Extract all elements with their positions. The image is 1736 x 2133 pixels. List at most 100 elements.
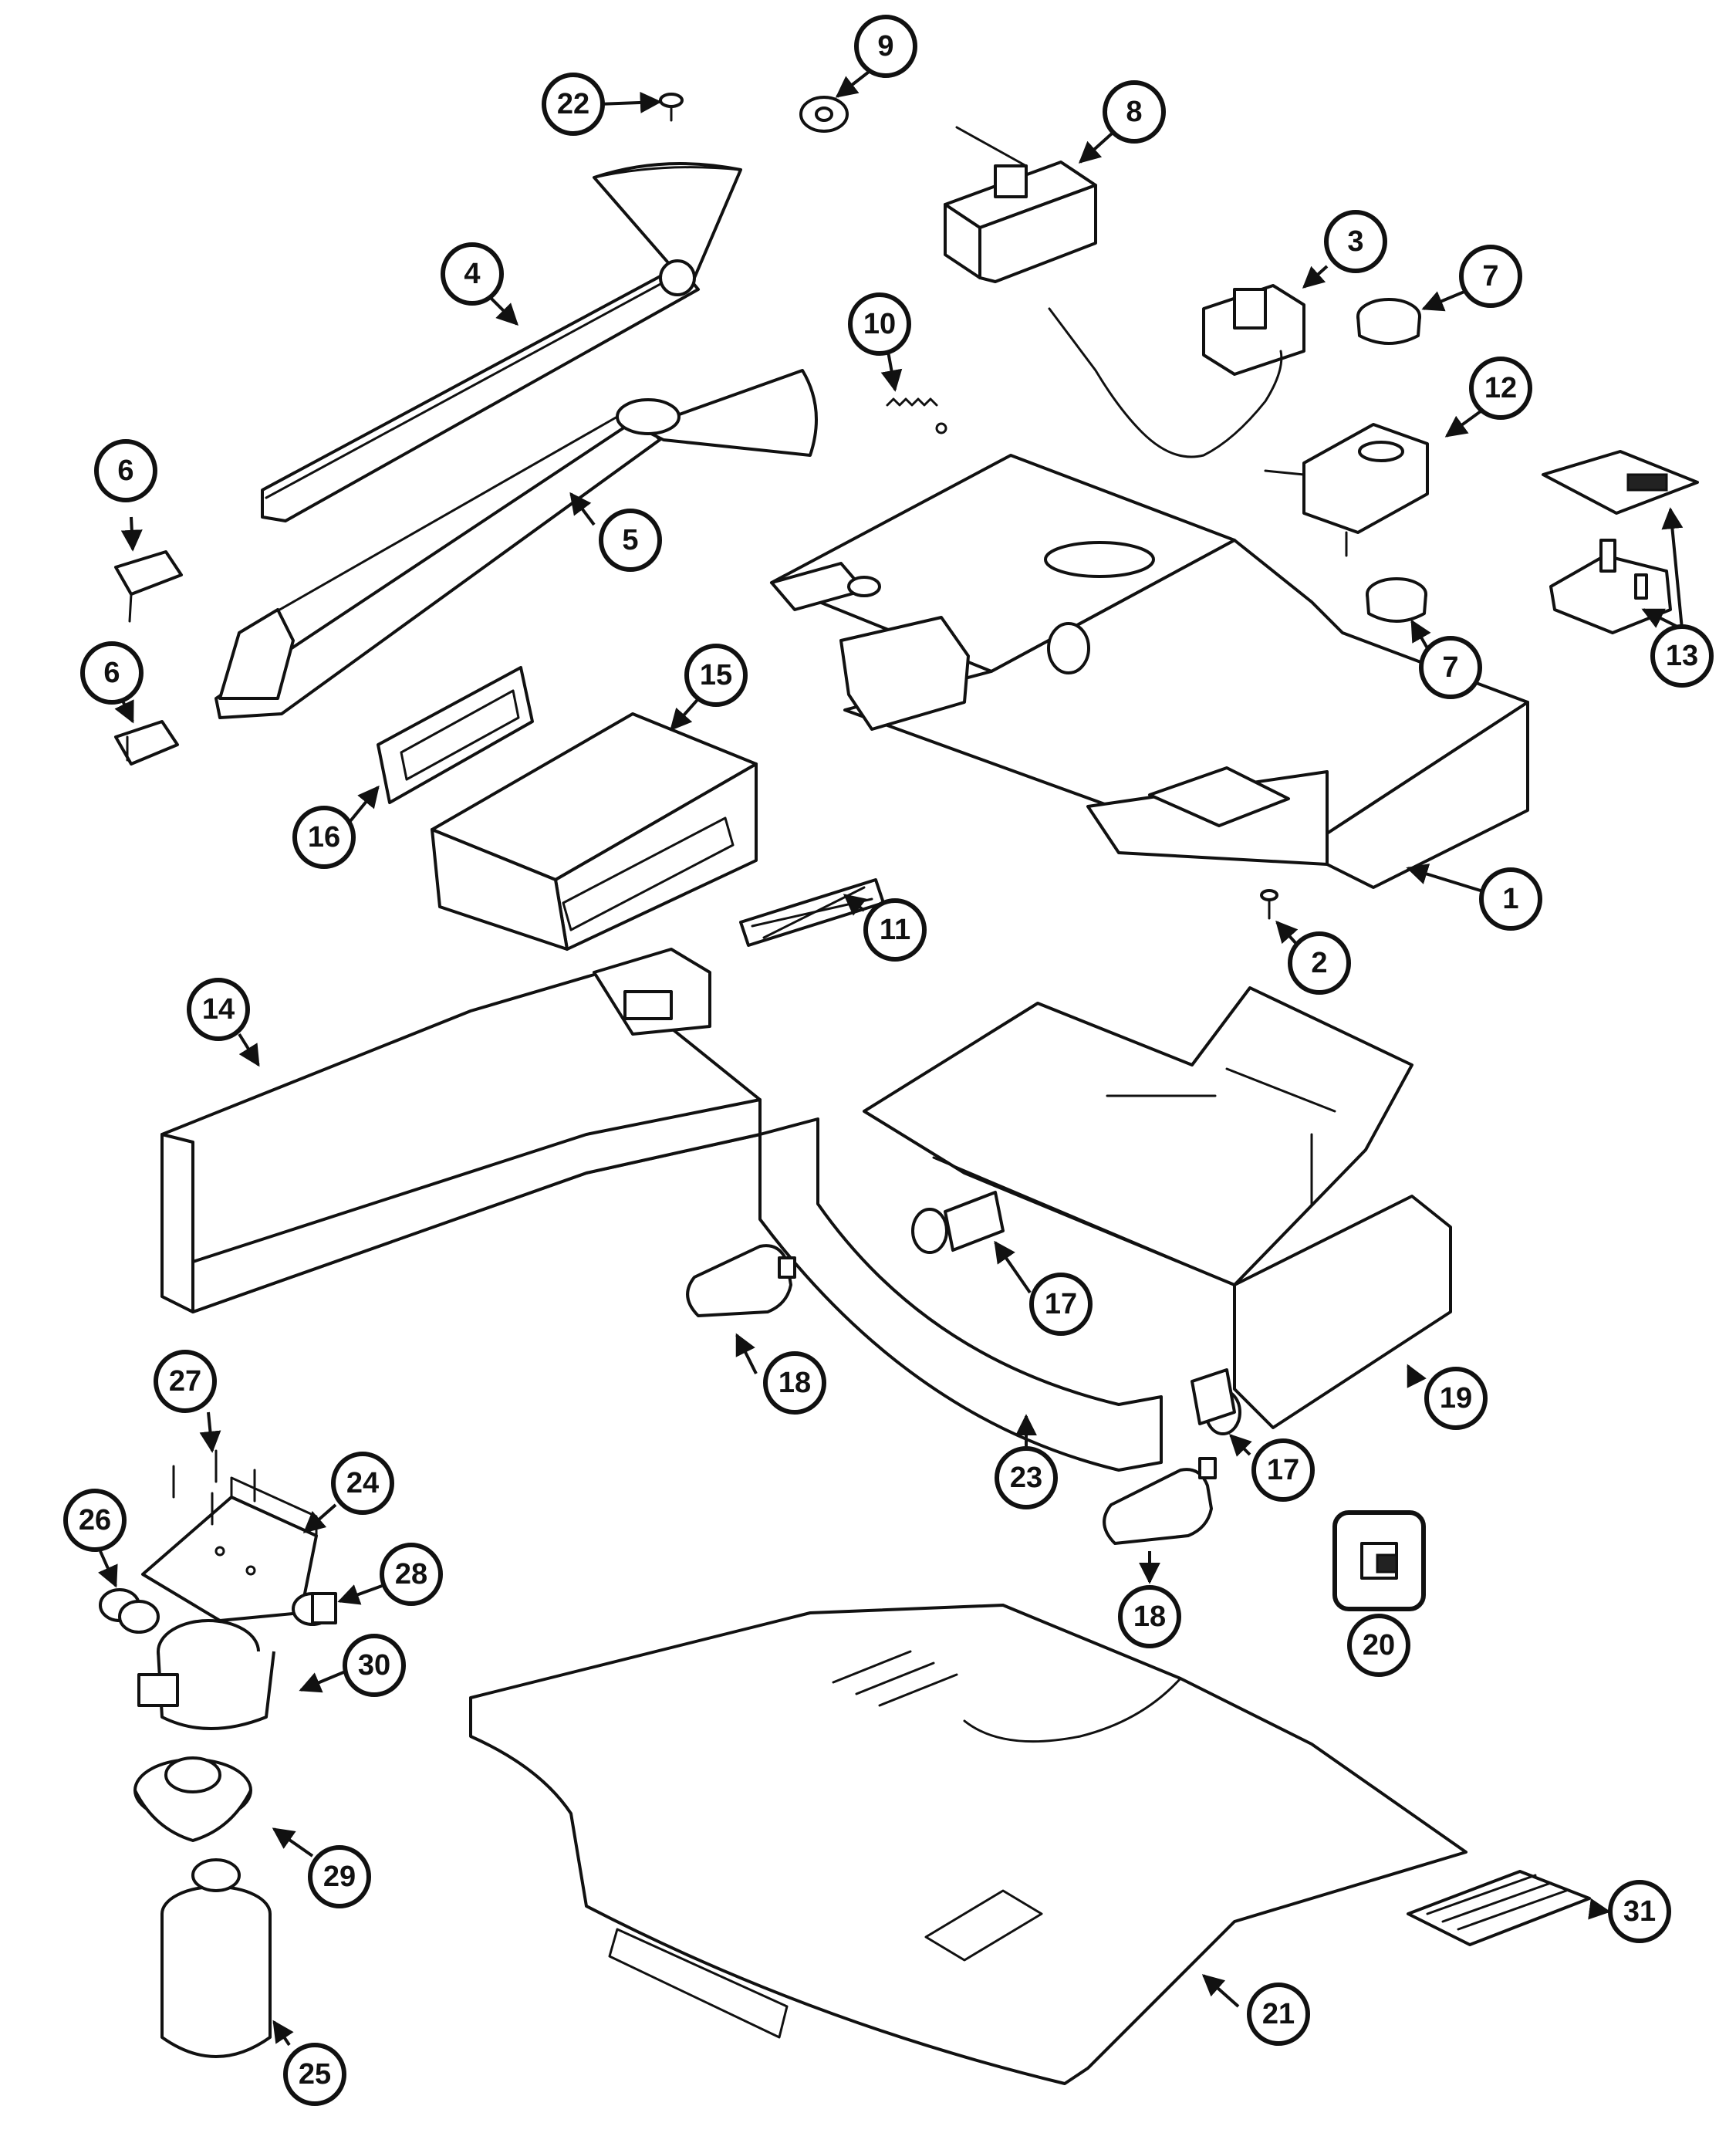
svg-text:5: 5 <box>622 524 638 556</box>
svg-text:19: 19 <box>1440 1382 1472 1415</box>
part-21-lower-panel <box>469 1604 1467 2085</box>
part-26-fitting <box>99 1588 160 1634</box>
callout-17-upper: 17 <box>1029 1273 1093 1336</box>
callout-23: 23 <box>995 1446 1058 1509</box>
callout-6-lower: 6 <box>80 641 144 705</box>
part-10-spring <box>886 397 947 434</box>
svg-text:24: 24 <box>346 1467 379 1499</box>
callout-30: 30 <box>343 1634 406 1697</box>
part-25-filter-cartridge <box>160 1858 272 2058</box>
svg-text:17: 17 <box>1045 1288 1077 1320</box>
callout-7-upper: 7 <box>1459 245 1522 308</box>
part-23-bezel <box>758 1117 1163 1472</box>
part-15-duct <box>431 712 758 951</box>
part-5-lever-arm <box>214 369 818 719</box>
svg-text:27: 27 <box>169 1365 201 1398</box>
part-16-gasket <box>377 666 534 804</box>
callout-20: 20 <box>1347 1614 1410 1677</box>
svg-text:31: 31 <box>1623 1895 1656 1928</box>
callout-24: 24 <box>331 1452 394 1515</box>
svg-text:30: 30 <box>358 1649 390 1682</box>
part-11-screen <box>739 878 885 947</box>
callout-31: 31 <box>1608 1880 1671 1943</box>
callout-19: 19 <box>1424 1367 1488 1430</box>
svg-text:28: 28 <box>395 1558 427 1590</box>
part-30-filter-head <box>137 1619 275 1730</box>
callout-3: 3 <box>1324 210 1387 273</box>
svg-text:17: 17 <box>1267 1454 1299 1486</box>
callout-16: 16 <box>292 806 356 869</box>
part-2-screw <box>1260 889 1278 920</box>
svg-text:18: 18 <box>778 1367 811 1399</box>
svg-text:26: 26 <box>79 1504 111 1536</box>
callout-15: 15 <box>684 644 748 707</box>
callout-28: 28 <box>380 1543 443 1606</box>
part-28-fitting <box>292 1592 337 1626</box>
svg-text:6: 6 <box>103 657 120 689</box>
callout-12: 12 <box>1469 357 1532 420</box>
svg-text:16: 16 <box>308 821 340 854</box>
callout-13: 13 <box>1650 624 1714 688</box>
callout-17-lower: 17 <box>1251 1438 1315 1502</box>
callout-8: 8 <box>1103 80 1166 144</box>
svg-text:12: 12 <box>1484 372 1517 404</box>
part-6-clip-lower <box>114 720 179 766</box>
part-6-clip-upper <box>114 550 183 623</box>
part-17-socket-upper <box>911 1191 1005 1254</box>
part-9-washer <box>799 96 849 133</box>
svg-text:14: 14 <box>202 993 235 1026</box>
svg-text:3: 3 <box>1347 225 1363 258</box>
callout-18-lower: 18 <box>1118 1585 1181 1648</box>
part-22-screw <box>659 93 684 122</box>
svg-text:18: 18 <box>1133 1601 1166 1633</box>
part-17-socket-lower <box>1191 1368 1241 1435</box>
part-7-knob-lower <box>1366 577 1427 623</box>
callout-1: 1 <box>1479 867 1542 931</box>
svg-text:6: 6 <box>117 455 133 487</box>
svg-text:13: 13 <box>1666 640 1698 672</box>
svg-text:15: 15 <box>700 659 732 691</box>
callout-2: 2 <box>1288 931 1351 995</box>
part-18-bulb-upper <box>686 1244 796 1317</box>
callout-25: 25 <box>283 2043 346 2106</box>
svg-text:22: 22 <box>557 88 589 120</box>
part-31-grille <box>1407 1870 1591 1946</box>
svg-text:7: 7 <box>1482 260 1498 292</box>
svg-text:7: 7 <box>1442 651 1458 684</box>
svg-text:21: 21 <box>1262 1998 1295 2030</box>
part-12-switch-housing <box>1264 423 1429 557</box>
svg-text:23: 23 <box>1010 1462 1042 1494</box>
callout-6-upper: 6 <box>94 439 157 502</box>
part-3-thermostat <box>1048 284 1305 458</box>
part-19-base-frame <box>863 986 1452 1429</box>
part-7-knob-upper <box>1356 298 1421 345</box>
svg-text:20: 20 <box>1363 1629 1395 1661</box>
svg-text:9: 9 <box>877 30 893 63</box>
callout-21: 21 <box>1247 1983 1310 2046</box>
callout-7-lower: 7 <box>1419 636 1482 699</box>
svg-text:2: 2 <box>1311 947 1327 979</box>
callout-26: 26 <box>63 1489 127 1552</box>
svg-text:25: 25 <box>299 2058 331 2091</box>
svg-text:29: 29 <box>323 1861 356 1893</box>
callout-4: 4 <box>441 242 504 306</box>
part-13-board-base <box>1549 539 1672 634</box>
part-27-screws <box>172 1449 256 1526</box>
part-18-bulb-lower <box>1103 1457 1217 1545</box>
part-4-lever-arm <box>261 162 742 522</box>
callout-27: 27 <box>154 1350 217 1413</box>
callout-11: 11 <box>863 898 927 962</box>
svg-text:1: 1 <box>1502 883 1518 915</box>
callout-18-upper: 18 <box>763 1351 826 1415</box>
part-14-chute-housing <box>160 948 762 1313</box>
svg-text:8: 8 <box>1126 96 1142 128</box>
part-24-bracket <box>141 1476 318 1622</box>
callout-14: 14 <box>187 978 250 1041</box>
svg-text:11: 11 <box>880 914 910 946</box>
callout-5: 5 <box>599 509 662 572</box>
callout-9: 9 <box>854 15 917 78</box>
part-1-dispenser-housing <box>770 454 1529 889</box>
part-13-control-board <box>1542 450 1699 515</box>
callout-29: 29 <box>308 1845 371 1908</box>
